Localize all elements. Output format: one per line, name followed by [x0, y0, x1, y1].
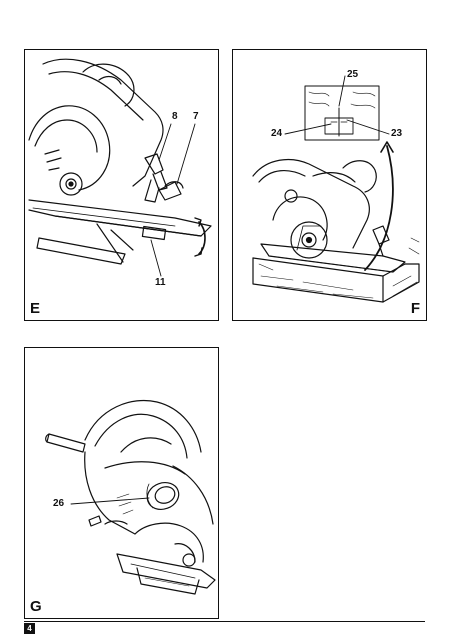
- figure-f: 25 24 23 F: [232, 49, 427, 321]
- callout-7: 7: [193, 111, 199, 122]
- callout-26: 26: [53, 498, 65, 509]
- figure-f-letter: F: [410, 300, 420, 317]
- figure-g: 26 G: [24, 347, 219, 619]
- callout-11: 11: [155, 277, 166, 288]
- figure-e-illustration: [28, 58, 212, 277]
- figure-g-letter: G: [30, 598, 42, 615]
- figure-e: 8 7 11 E: [24, 49, 219, 321]
- figure-e-letter: E: [30, 300, 41, 317]
- callout-8: 8: [172, 111, 178, 122]
- figure-f-illustration: [252, 75, 420, 303]
- callout-23: 23: [391, 128, 403, 139]
- callout-25: 25: [347, 69, 359, 80]
- page-number: 4: [24, 623, 35, 634]
- footer-rule: [24, 621, 425, 622]
- figure-g-illustration: [45, 399, 216, 595]
- callout-24: 24: [271, 128, 283, 139]
